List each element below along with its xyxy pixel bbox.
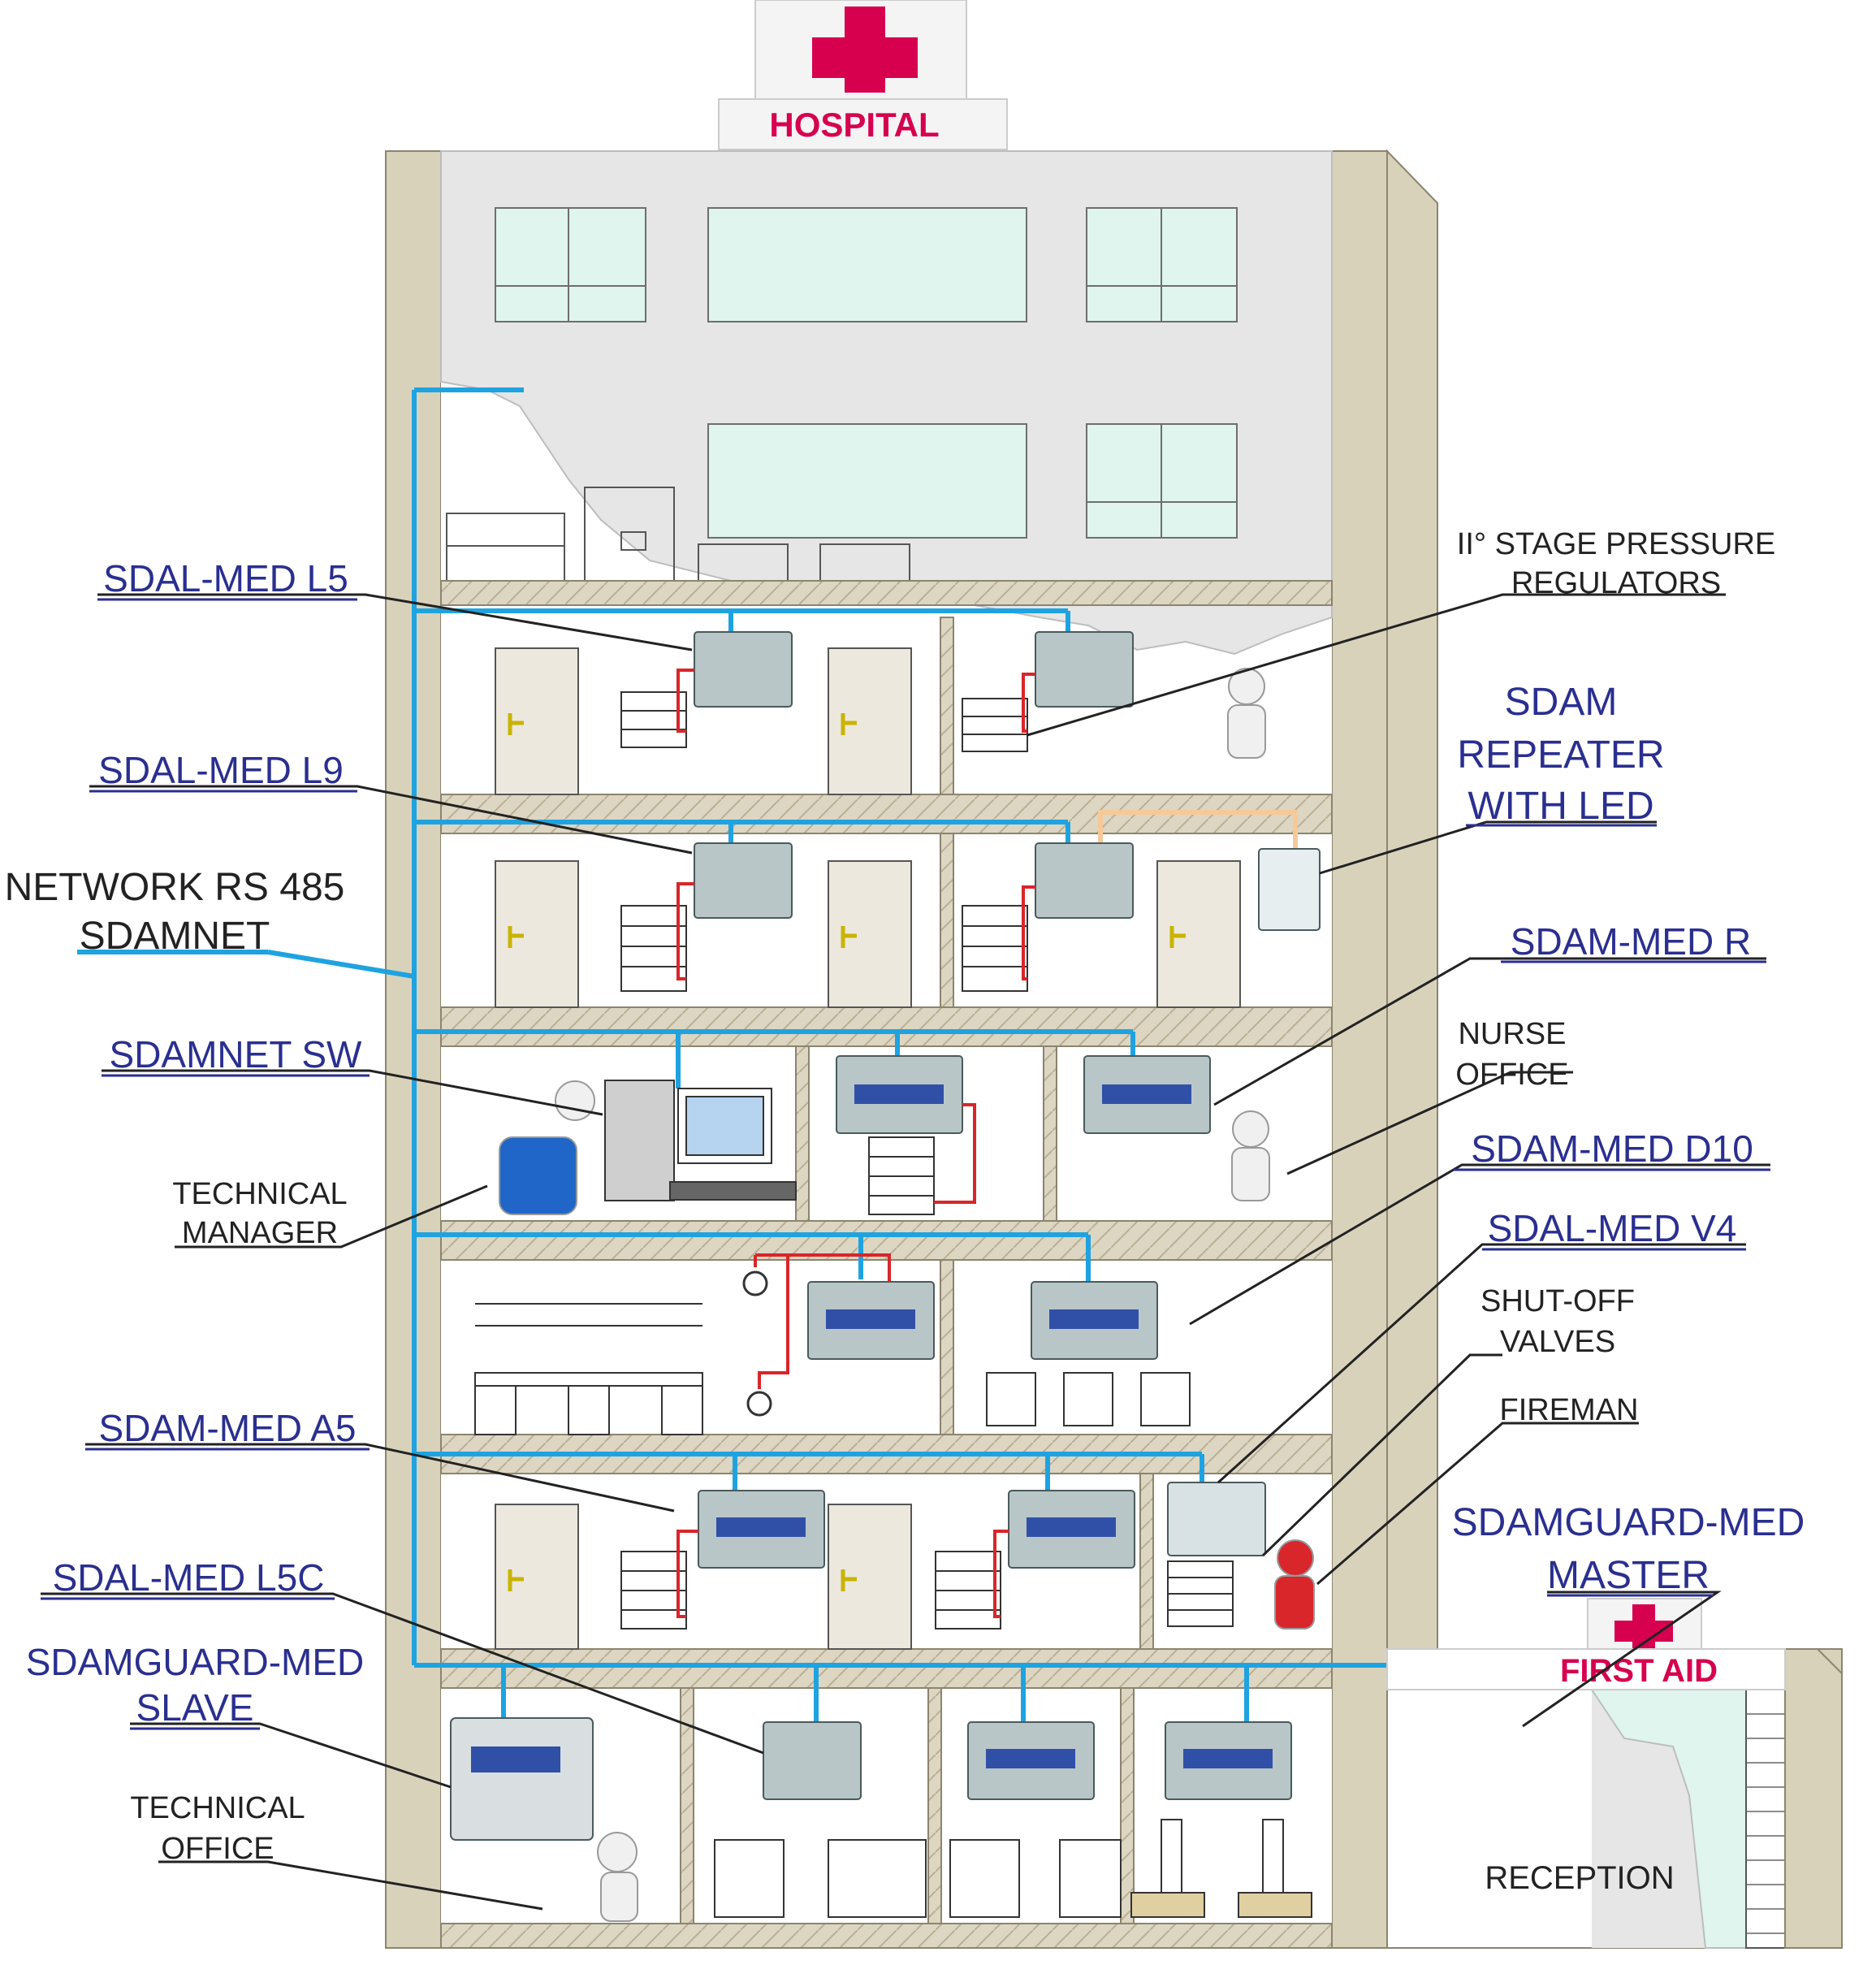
label-repeater-line2: REPEATER — [1457, 734, 1664, 777]
lab-benches — [474, 1303, 703, 1435]
label-sdal-med-l9: SDAL-MED L9 — [98, 749, 344, 791]
label-underlines — [41, 598, 1770, 1730]
label-sdal-med-v4: SDAL-MED V4 — [1488, 1207, 1737, 1249]
repeater-bus — [1098, 810, 1298, 853]
label-nurse-line2: OFFICE — [1455, 1058, 1568, 1092]
label-shutoff-line1: SHUT-OFF — [1480, 1284, 1635, 1318]
first-aid-annex: FIRST AID — [1386, 1598, 1843, 1949]
label-repeater-line3: WITH LED — [1468, 785, 1653, 828]
label-reception: RECEPTION — [1485, 1860, 1674, 1896]
label-sdam-med-a5: SDAM-MED A5 — [99, 1407, 357, 1449]
facade-windows — [495, 207, 1238, 539]
label-sdam-med-d10: SDAM-MED D10 — [1471, 1127, 1753, 1170]
label-sdamguard-slave-line1: SDAMGUARD-MED — [26, 1641, 365, 1683]
red-cross-icon — [812, 6, 918, 93]
label-sdam-med-r: SDAM-MED R — [1511, 920, 1751, 963]
leader-lines — [41, 593, 1770, 1911]
label-fireman: FIREMAN — [1500, 1393, 1639, 1427]
label-tech-manager-line2: MANAGER — [182, 1216, 338, 1250]
left-labels: SDAL-MED L5 SDAL-MED L9 NETWORK RS 485 S… — [5, 557, 365, 1866]
hospital-sign-text: HOSPITAL — [769, 106, 939, 144]
autoclave-tanks — [986, 1372, 1191, 1426]
partition-walls — [680, 617, 1154, 1924]
door-handle-icon — [508, 713, 1186, 1591]
sensor-wires — [676, 669, 1035, 1618]
label-sdamguard-slave-line2: SLAVE — [136, 1686, 254, 1729]
label-shutoff-line2: VALVES — [1500, 1325, 1615, 1359]
label-network-line1: NETWORK RS 485 — [5, 866, 345, 909]
label-sdamguard-master-line1: SDAMGUARD-MED — [1452, 1501, 1805, 1544]
hospital-sign: HOSPITAL — [718, 0, 1008, 150]
label-sdamguard-master-line2: MASTER — [1547, 1554, 1710, 1597]
label-tech-office-line2: OFFICE — [161, 1832, 274, 1866]
first-aid-cross-icon — [1614, 1604, 1673, 1650]
label-sdal-med-l5: SDAL-MED L5 — [103, 557, 348, 599]
right-labels: II° STAGE PRESSURE REGULATORS SDAM REPEA… — [1452, 527, 1805, 1896]
label-network-line2: SDAMNET — [80, 915, 270, 958]
label-tech-manager-line1: TECHNICAL — [172, 1177, 347, 1211]
gas-sensor-icon — [742, 1270, 772, 1417]
label-repeater-line1: SDAM — [1505, 681, 1618, 724]
label-tech-office-line1: TECHNICAL — [130, 1791, 305, 1825]
valve-racks — [620, 691, 1234, 1630]
computer-workstation — [604, 1080, 797, 1201]
floor-slabs — [440, 580, 1333, 1949]
label-nurse-line1: NURSE — [1458, 1017, 1566, 1051]
label-sdamnet-sw: SDAMNET SW — [110, 1033, 363, 1076]
label-pressure-reg-line2: REGULATORS — [1511, 566, 1721, 600]
label-sdal-med-l5c: SDAL-MED L5C — [53, 1556, 325, 1599]
gas-cylinder-racks — [714, 1819, 1312, 1918]
label-pressure-reg-line1: II° STAGE PRESSURE — [1457, 527, 1775, 561]
